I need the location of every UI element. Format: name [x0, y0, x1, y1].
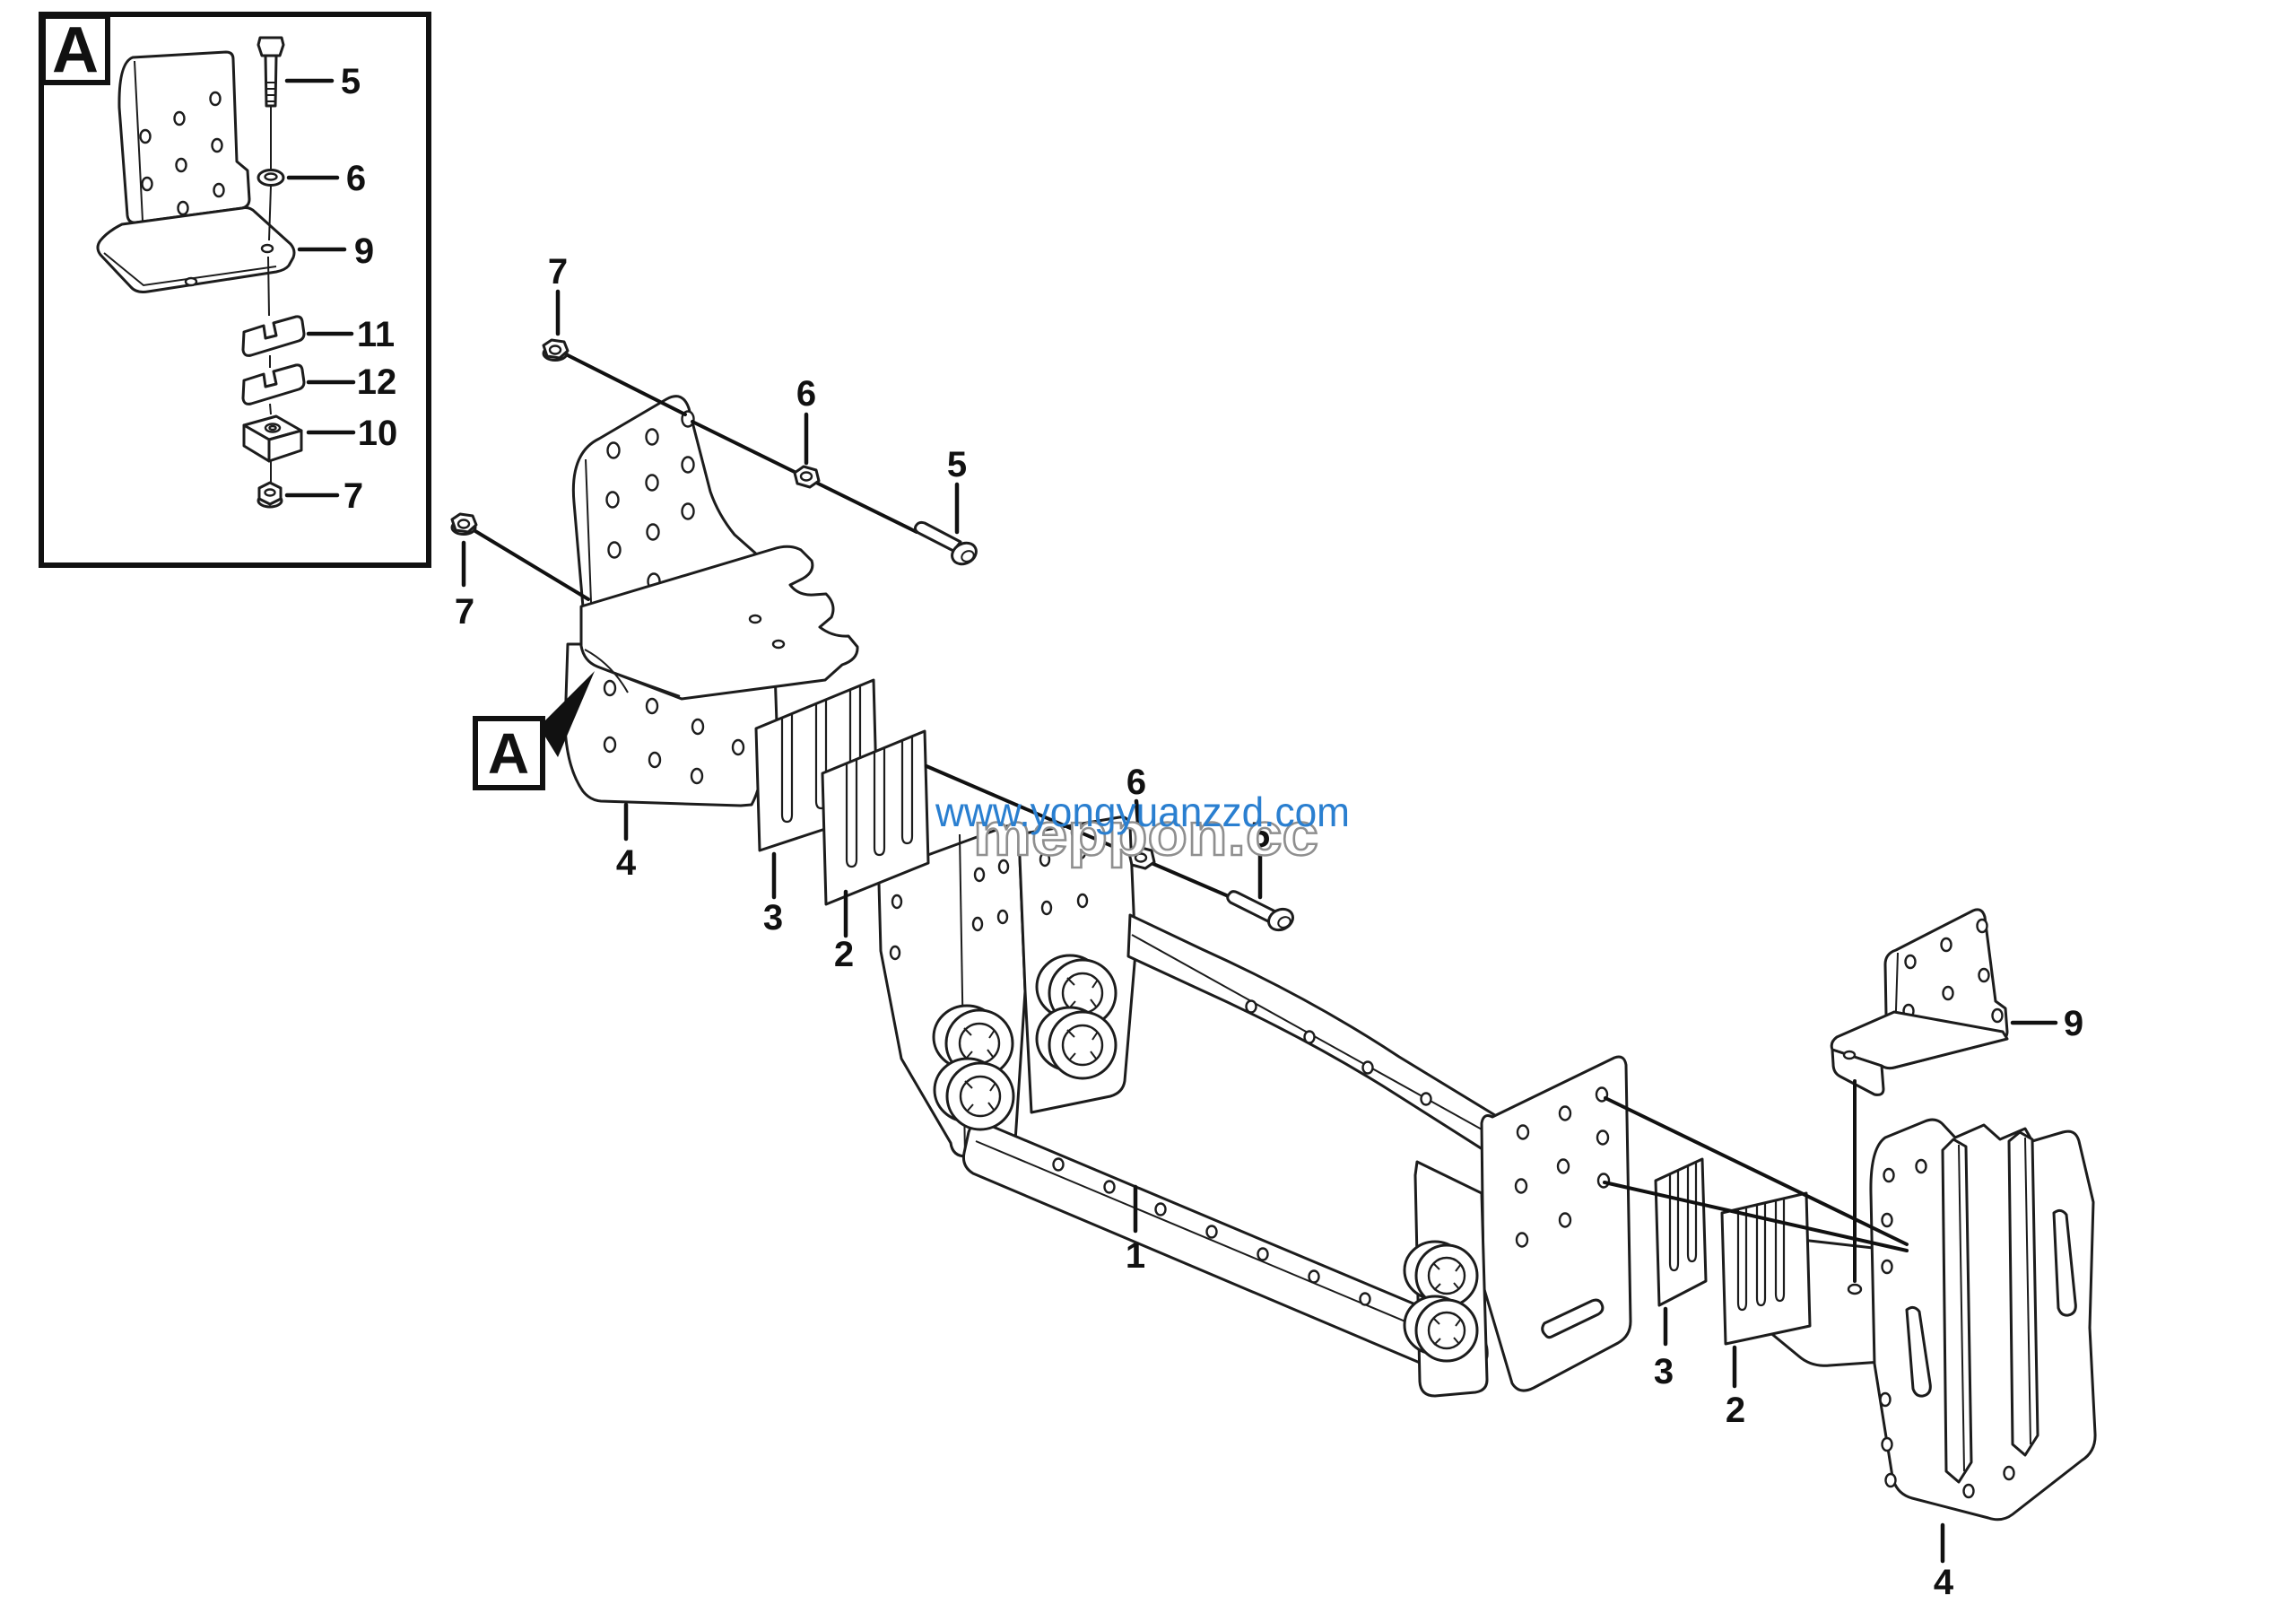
part-shim-inset-11 [241, 315, 306, 357]
callout-label: 2 [834, 935, 854, 974]
callout-label: 7 [344, 476, 363, 516]
main-callouts: 7 6 5 7 4 3 2 1 6 5 9 3 2 4 [455, 252, 2083, 1602]
part-mount-plate-left [563, 395, 859, 807]
bolt-axis-line [474, 529, 590, 601]
part-shim [1720, 1191, 1812, 1346]
inset-callouts: 5 6 9 11 12 10 7 [284, 62, 398, 516]
callout-label: 9 [354, 231, 374, 271]
part-bolt [913, 520, 978, 566]
part-bolt [1226, 890, 1294, 932]
part-nut [450, 512, 478, 536]
callout-label: 3 [763, 898, 783, 937]
callout-label: 4 [616, 843, 637, 883]
callout-label: 2 [1726, 1391, 1745, 1430]
part-bolt-inset [257, 36, 285, 108]
hole-pattern [1514, 1086, 1611, 1248]
callout-label: 5 [1250, 815, 1270, 855]
part-bracket-inset [96, 50, 296, 293]
part-bushing [1403, 1240, 1479, 1308]
callout-label: 5 [947, 445, 967, 484]
callout-label: 5 [341, 62, 361, 101]
hole-pattern [1879, 1158, 2015, 1499]
part-washer [793, 465, 821, 489]
part-bushing [1035, 1006, 1118, 1080]
part-bushing [932, 1004, 1014, 1078]
callout-label: 10 [358, 414, 398, 453]
callout-label: 4 [1934, 1563, 1954, 1602]
hole-pattern [139, 91, 274, 287]
callout-label: 6 [1126, 763, 1146, 802]
inset-detail-box: A [39, 12, 431, 568]
part-bracket-right [1830, 908, 2009, 1096]
detail-marker-box [473, 716, 545, 790]
hole-pattern [1245, 999, 1432, 1106]
part-nut-inset [257, 481, 283, 509]
detail-marker: A [473, 671, 595, 790]
callout-label: 3 [1654, 1352, 1674, 1391]
inset-marker-label: A [52, 14, 99, 86]
callout-label: 1 [1126, 1236, 1145, 1276]
part-shim [1654, 1157, 1708, 1307]
watermark-brand: meppon.cc [973, 800, 1318, 868]
inset-marker-box [40, 13, 110, 85]
callout-label: 6 [796, 374, 816, 414]
hole-pattern [603, 679, 745, 785]
part-shim [821, 729, 930, 906]
detail-marker-label: A [488, 721, 529, 786]
hole-pattern [605, 410, 695, 590]
part-bushing-group [932, 954, 1479, 1363]
bolt-axis-line [925, 764, 1232, 899]
hole-pattern [889, 859, 1010, 961]
part-washer-inset [257, 169, 285, 187]
callout-label: 7 [548, 252, 568, 292]
callout-label: 7 [455, 592, 474, 632]
callout-label: 12 [357, 362, 397, 402]
part-block-inset [242, 414, 303, 463]
callout-label: 11 [357, 315, 395, 354]
detail-arrow [539, 671, 595, 757]
callout-label: 6 [346, 159, 366, 198]
hole-pattern [1052, 1157, 1422, 1329]
watermark-site: www.yongyuanzzd.com [935, 789, 1350, 835]
part-shim-inset-12 [241, 363, 306, 406]
part-bushing [933, 1057, 1015, 1131]
part-bushing [1403, 1295, 1479, 1363]
callout-label: 9 [2064, 1004, 2083, 1043]
bolt-axis-line [566, 353, 687, 416]
part-nut [542, 338, 570, 362]
hole-pattern [1039, 824, 1089, 916]
